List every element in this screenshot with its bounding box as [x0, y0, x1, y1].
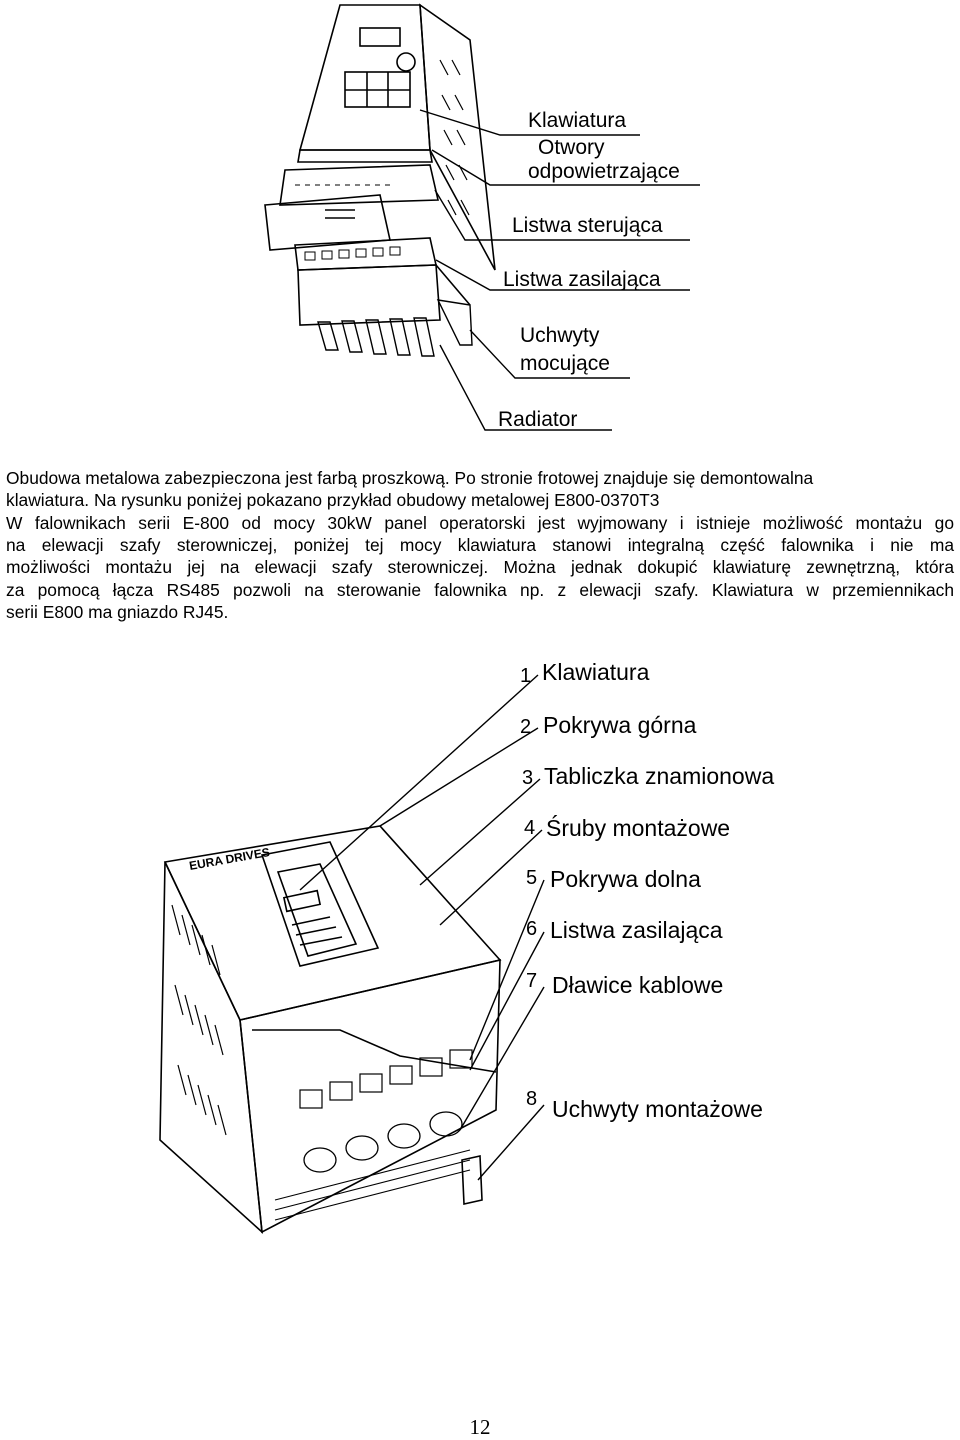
callout-label: Listwa zasilająca: [550, 917, 723, 943]
callout-item: 6 Listwa zasilająca: [526, 917, 723, 943]
callout-number: 1: [520, 665, 531, 687]
paragraph-line: możliwości montażu jej na elewacji szafy…: [6, 557, 954, 578]
figure-inverter-small: Klawiatura Otwory odpowietrzające Listwa…: [264, 3, 700, 431]
paragraph-line: Obudowa metalowa zabezpieczona jest farb…: [6, 468, 814, 488]
callout-number: 3: [522, 767, 533, 789]
paragraph-line: serii E800 ma gniazdo RJ45.: [6, 601, 229, 622]
callout-label: Tabliczka znamionowa: [544, 763, 774, 789]
figure2-labels: 1 Klawiatura 2 Pokrywa górna 3 Tabliczka…: [520, 659, 774, 1122]
inverter-small-drawing: [264, 3, 496, 357]
callout-number: 7: [526, 970, 537, 992]
page-number: 12: [469, 1415, 491, 1439]
callout-item: 4 Śruby montażowe: [524, 814, 730, 841]
figure-inverter-large: EURA DRIVES 1 Klawiatura 2 Pokrywa górna…: [159, 659, 774, 1234]
figure2-leader-lines: [299, 674, 545, 1181]
callout-item: 8 Uchwyty montażowe: [526, 1088, 763, 1122]
paragraph-line: klawiatura. Na rysunku poniżej pokazano …: [6, 490, 660, 511]
label-listwa-sterujaca: Listwa sterująca: [512, 214, 663, 237]
callout-item: 1 Klawiatura: [520, 659, 650, 687]
paragraph-line: za pomocą łącza RS485 pozwoli na sterowa…: [6, 579, 954, 600]
callout-item: 3 Tabliczka znamionowa: [522, 763, 774, 789]
callout-number: 5: [526, 867, 537, 889]
inverter-large-drawing: [159, 825, 502, 1234]
paragraph-enclosure: Obudowa metalowa zabezpieczona jest farb…: [6, 467, 954, 511]
callout-number: 4: [524, 817, 535, 839]
label-listwa-zasilajaca: Listwa zasilająca: [503, 268, 661, 291]
callout-label: Uchwyty montażowe: [552, 1096, 763, 1122]
paragraph-line: W falownikach serii E-800 od mocy 30kW p…: [6, 513, 954, 533]
callout-label: Pokrywa górna: [543, 712, 697, 738]
label-klawiatura: Klawiatura: [528, 109, 626, 132]
paragraph-line: na elewacji szafy sterowniczej, poniżej …: [6, 535, 954, 556]
label-odpowietrzajace: odpowietrzające: [528, 160, 680, 183]
callout-item: 2 Pokrywa górna: [520, 712, 697, 738]
label-otwory: Otwory: [538, 136, 605, 159]
callout-number: 8: [526, 1088, 537, 1110]
figure1-leader-lines: [419, 109, 700, 431]
label-radiator: Radiator: [498, 408, 577, 431]
callout-label: Śruby montażowe: [546, 814, 730, 841]
label-uchwyty: Uchwyty: [520, 324, 600, 347]
label-mocujace: mocujące: [520, 352, 610, 375]
callout-number: 6: [526, 918, 537, 940]
callout-item: 5 Pokrywa dolna: [526, 866, 701, 892]
eura-logo: EURA DRIVES: [188, 845, 271, 873]
callout-label: Dławice kablowe: [552, 972, 723, 998]
figure1-labels: Klawiatura Otwory odpowietrzające Listwa…: [498, 109, 680, 431]
callout-label: Klawiatura: [542, 659, 650, 685]
callout-number: 2: [520, 716, 531, 738]
callout-item: 7 Dławice kablowe: [526, 970, 723, 998]
paragraph-keypad: W falownikach serii E-800 od mocy 30kW p…: [6, 512, 954, 623]
callout-label: Pokrywa dolna: [550, 866, 701, 892]
